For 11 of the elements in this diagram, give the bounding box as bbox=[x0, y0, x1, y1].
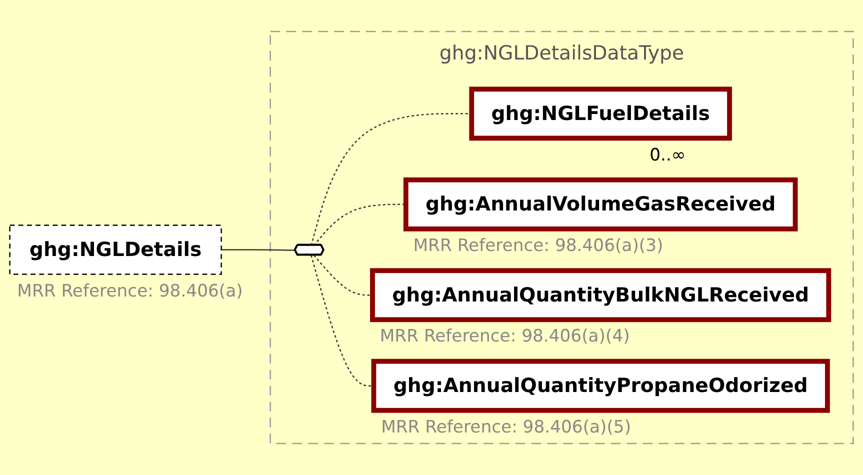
node-box: ghg:AnnualQuantityPropaneOdorized bbox=[371, 358, 830, 413]
reference-note: MRR Reference: 98.406(a) bbox=[17, 281, 243, 302]
reference-note: MRR Reference: 98.406(a)(3) bbox=[413, 236, 664, 256]
reference-note: MRR Reference: 98.406(a)(4) bbox=[380, 326, 630, 347]
node-box: ghg:AnnualQuantityBulkNGLReceived bbox=[370, 268, 832, 322]
multiplicity-label: 0..∞ bbox=[650, 145, 686, 166]
connector bbox=[221, 249, 296, 251]
node-box: ghg:NGLDetails bbox=[9, 224, 222, 275]
node-box: ghg:NGLFuelDetails bbox=[469, 86, 732, 141]
reference-note: MRR Reference: 98.406(a)(5) bbox=[381, 417, 632, 438]
node-box: ghg:AnnualVolumeGasReceived bbox=[403, 177, 798, 232]
